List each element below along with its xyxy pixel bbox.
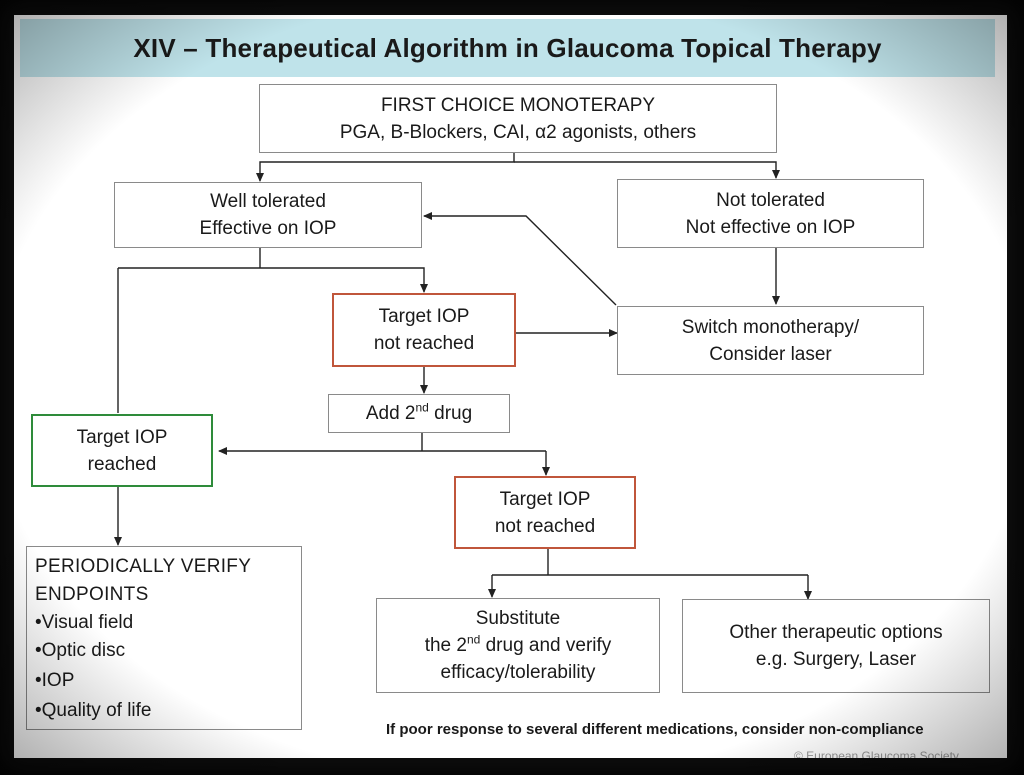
well-tolerated-box: Well tolerated Effective on IOP (114, 182, 422, 248)
other-options-box: Other therapeutic options e.g. Surgery, … (682, 599, 990, 693)
switch-monotherapy-box: Switch monotherapy/ Consider laser (617, 306, 924, 375)
first-choice-heading: FIRST CHOICE MONOTERAPY (380, 94, 656, 116)
add-second-drug-box: Add 2nd drug (328, 394, 510, 433)
connector-well-to-target1 (118, 267, 428, 293)
add-drug-text: Add 2 (365, 403, 416, 424)
add-drug-label: Add 2nd drug (366, 400, 472, 427)
substitute-superscript: nd (466, 632, 481, 647)
target-reached-line2: reached (87, 453, 157, 475)
verify-item-quality-of-life: •Quality of life (35, 700, 152, 721)
substitute-line2-text: the 2 (424, 635, 467, 656)
substitute-drug-box: Substitute the 2nd drug and verify effic… (376, 598, 660, 693)
footnote: If poor response to several different me… (386, 721, 924, 738)
copyright-watermark: © European Glaucoma Society (794, 749, 959, 758)
connector-switch-to-well (423, 212, 617, 306)
target-not-reached-1-line2: not reached (373, 333, 475, 354)
switch-line2: Consider laser (709, 343, 832, 365)
switch-line1: Switch monotherapy/ (681, 316, 860, 338)
target-reached-box: Target IOP reached (31, 414, 213, 487)
title-bar: XIV – Therapeutical Algorithm in Glaucom… (20, 19, 995, 77)
connector-first-to-not (514, 161, 780, 179)
substitute-line1: Substitute (475, 608, 561, 629)
other-options-line2: e.g. Surgery, Laser (755, 649, 917, 670)
target-not-reached-2-line1: Target IOP (499, 488, 591, 510)
target-reached-line1: Target IOP (76, 426, 168, 448)
verify-heading-line1: PERIODICALLY VERIFY (35, 556, 252, 577)
verify-item-optic-disc: •Optic disc (35, 640, 126, 661)
target-not-reached-2-line2: not reached (494, 515, 596, 537)
add-drug-text-end: drug (428, 403, 473, 424)
other-options-line1: Other therapeutic options (729, 622, 943, 643)
target-not-reached-1-line1: Target IOP (378, 306, 470, 327)
well-tolerated-line1: Well tolerated (210, 191, 326, 212)
connector-first-to-well (256, 153, 515, 182)
verify-heading-line2: ENDPOINTS (35, 584, 149, 605)
flow-connectors (114, 153, 812, 600)
not-tolerated-line1: Not tolerated (716, 189, 825, 211)
not-tolerated-line2: Not effective on IOP (685, 216, 856, 238)
verify-item-iop: •IOP (35, 670, 75, 691)
first-choice-box: FIRST CHOICE MONOTERAPY PGA, B-Blockers,… (259, 84, 777, 153)
slide: XIV – Therapeutical Algorithm in Glaucom… (14, 15, 1007, 758)
verify-item-visual-field: •Visual field (35, 612, 134, 633)
add-drug-superscript: nd (415, 400, 429, 415)
substitute-line3: efficacy/tolerability (440, 662, 596, 683)
slide-title: XIV – Therapeutical Algorithm in Glaucom… (133, 32, 882, 63)
not-tolerated-box: Not tolerated Not effective on IOP (617, 179, 924, 248)
target-not-reached-box-1: Target IOP not reached (332, 293, 516, 367)
target-not-reached-box-2: Target IOP not reached (454, 476, 636, 549)
substitute-line2-end: drug and verify (480, 635, 612, 656)
substitute-line2: the 2nd drug and verify (425, 632, 612, 659)
periodically-verify-box: PERIODICALLY VERIFY ENDPOINTS •Visual fi… (26, 546, 302, 730)
first-choice-drugs: PGA, B-Blockers, CAI, α2 agonists, other… (339, 121, 697, 143)
well-tolerated-line2: Effective on IOP (199, 218, 337, 239)
